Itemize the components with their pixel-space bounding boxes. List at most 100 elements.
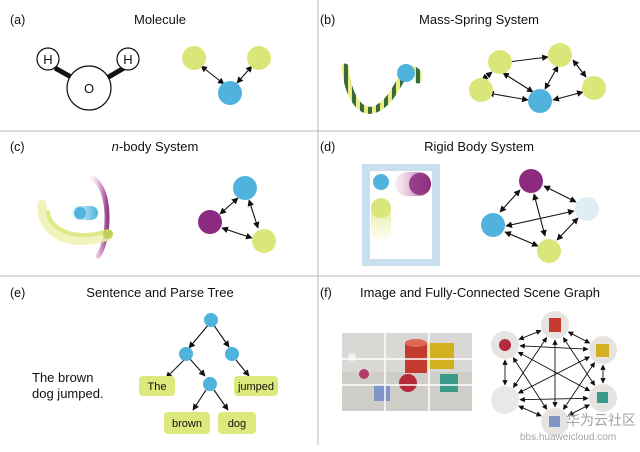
word-box-dog — [218, 412, 256, 434]
panel-label-e: (e) — [10, 286, 25, 300]
tree-edge — [212, 323, 230, 348]
red-sphere — [399, 374, 417, 392]
graph-edge — [200, 65, 225, 85]
n-body-drawing — [37, 175, 113, 259]
graph-edge — [502, 72, 534, 93]
graph-node-blue — [218, 81, 242, 105]
atom-label-o: O — [84, 81, 94, 96]
graph-node-yellow — [252, 229, 276, 253]
graph-edge — [572, 59, 587, 78]
graph-edge — [487, 90, 529, 103]
scene-graph-edge — [517, 351, 591, 392]
watermark-url: bbs.huaweicloud.com — [520, 432, 616, 443]
atom-hydrogen-2 — [116, 47, 140, 71]
graph-edge — [556, 217, 579, 241]
rigid-body-drawing — [362, 164, 440, 266]
panel-n-body: (c) n-body System — [10, 139, 276, 259]
parse-tree-graph: The jumped brown dog — [139, 313, 278, 434]
panel-title-n-body: n-body System — [112, 139, 199, 154]
panel-scene-graph: (f) Image and Fully-Connected Scene Grap… — [320, 285, 617, 436]
scene-node-icon — [549, 318, 561, 332]
tree-edge — [213, 389, 229, 411]
scene-graph-edge — [519, 343, 589, 352]
panel-label-a: (a) — [10, 13, 25, 27]
panel-title-parse-tree: Sentence and Parse Tree — [86, 285, 233, 300]
graph-node-purple — [519, 169, 543, 193]
atom-oxygen — [66, 65, 112, 111]
title-rest: -body System — [119, 139, 198, 154]
scene-node-icon — [499, 339, 511, 351]
mass-spring-graph — [469, 43, 606, 113]
tree-node — [179, 347, 193, 361]
scene-node-icon — [596, 344, 609, 357]
tree-edge — [235, 359, 250, 377]
small-red-sphere — [359, 369, 369, 379]
scene-grid-lines — [342, 333, 472, 411]
tree-edge — [192, 389, 207, 411]
orbit-trail-yellow-inner — [46, 210, 106, 238]
word-dog: dog — [228, 418, 246, 430]
tree-node-root — [204, 313, 218, 327]
spring-drawing — [341, 63, 422, 114]
scene-graph-edge — [567, 331, 591, 344]
blue-cube — [374, 385, 390, 401]
panel-label-c: (c) — [10, 140, 25, 154]
graph-node-yellow — [488, 50, 512, 74]
word-box-the — [139, 376, 175, 396]
graph-node-yellow — [469, 78, 493, 102]
scene-node-icon — [549, 416, 560, 427]
graph-node-blue — [528, 89, 552, 113]
purple-ball — [409, 173, 431, 195]
watermark-title: 华为云社区 — [566, 412, 636, 428]
gold-cube — [428, 343, 454, 369]
graph-node-blue — [233, 176, 257, 200]
molecule-drawing: H H O — [36, 47, 140, 111]
scene-graph-edges — [502, 329, 606, 417]
sentence-line-1: The brown — [32, 370, 93, 385]
word-box-jumped — [234, 376, 278, 396]
atom-label-h1: H — [43, 52, 52, 67]
body-blue — [74, 207, 86, 219]
graph-edge — [552, 90, 584, 102]
panel-parse-tree: (e) Sentence and Parse Tree The brown do… — [10, 285, 278, 434]
panel-title-mass-spring: Mass-Spring System — [419, 12, 539, 27]
molecule-graph — [182, 46, 271, 105]
white-sphere — [348, 353, 356, 361]
panel-label-b: (b) — [320, 13, 335, 27]
graph-node-pale — [575, 197, 599, 221]
tree-node — [203, 377, 217, 391]
graph-node-purple — [198, 210, 222, 234]
panel-title-scene-graph: Image and Fully-Connected Scene Graph — [360, 285, 600, 300]
teal-cube — [440, 374, 458, 392]
rigid-body-graph — [481, 169, 599, 263]
graph-edge — [532, 193, 547, 237]
word-jumped: jumped — [237, 381, 274, 393]
red-cylinder — [405, 343, 427, 373]
graph-edge — [219, 197, 239, 215]
atom-label-h2: H — [123, 52, 132, 67]
body-yellow — [103, 229, 113, 239]
graph-edge — [505, 209, 575, 228]
graph-node-yellow — [582, 76, 606, 100]
orbit-trail-purple — [89, 175, 110, 259]
tree-edge — [188, 323, 210, 349]
scene-image — [342, 333, 472, 411]
word-box-brown — [164, 412, 210, 434]
panel-mass-spring: (b) Mass-Spring System — [320, 12, 606, 114]
graph-edge — [504, 231, 539, 247]
scene-graph-edge — [518, 329, 542, 341]
graph-edge — [221, 226, 253, 240]
tree-edge — [165, 359, 185, 379]
graph-node-yellow — [182, 46, 206, 70]
graph-node-yellow — [247, 46, 271, 70]
atom-hydrogen-1 — [36, 47, 60, 71]
panel-title-molecule: Molecule — [134, 12, 186, 27]
tree-edge — [189, 358, 206, 377]
yellow-ball — [371, 198, 391, 218]
scene-graph-edge — [519, 395, 589, 403]
spring-mass — [397, 64, 415, 82]
panel-rigid-body: (d) Rigid Body System — [320, 139, 599, 266]
panel-label-f: (f) — [320, 286, 332, 300]
